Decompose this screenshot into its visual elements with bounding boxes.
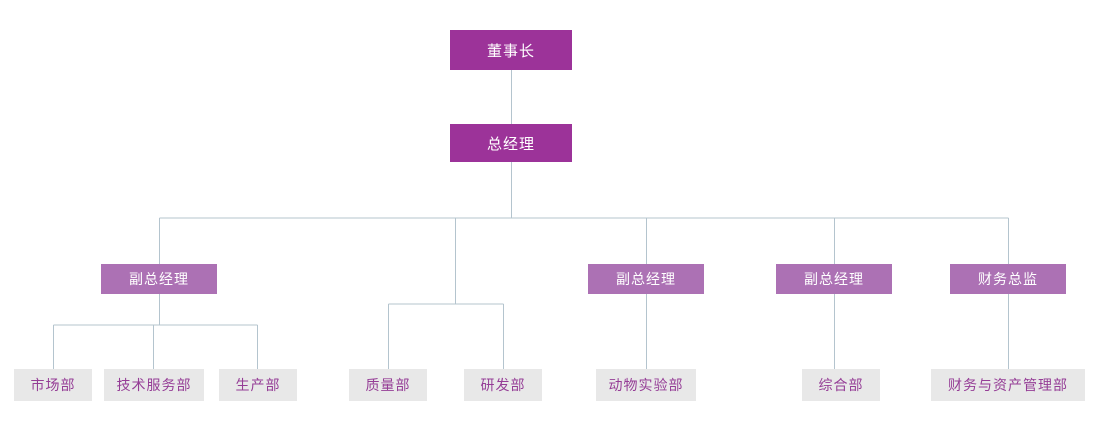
node-deputy-gm-1[interactable]: 副总经理: [101, 264, 217, 294]
node-general-manager-label: 总经理: [486, 134, 535, 153]
node-dept-general-affairs[interactable]: 综合部: [802, 369, 880, 401]
node-dept-production-label: 生产部: [235, 378, 281, 394]
node-dept-rnd-label: 研发部: [480, 378, 526, 394]
node-deputy-gm-2-label: 副总经理: [616, 272, 676, 288]
node-dept-animal-lab[interactable]: 动物实验部: [596, 369, 696, 401]
node-finance-director[interactable]: 财务总监: [950, 264, 1066, 294]
node-dept-tech-service[interactable]: 技术服务部: [104, 369, 204, 401]
node-finance-director-label: 财务总监: [978, 272, 1038, 288]
node-dept-finance-asset-label: 财务与资产管理部: [948, 378, 1068, 394]
node-dept-finance-asset[interactable]: 财务与资产管理部: [931, 369, 1085, 401]
node-dept-production[interactable]: 生产部: [219, 369, 297, 401]
node-dept-tech-service-label: 技术服务部: [116, 378, 192, 394]
node-dept-general-affairs-label: 综合部: [818, 378, 864, 394]
node-dept-quality[interactable]: 质量部: [349, 369, 427, 401]
node-dept-marketing[interactable]: 市场部: [14, 369, 92, 401]
node-chairman-label: 董事长: [486, 41, 535, 60]
node-deputy-gm-1-label: 副总经理: [129, 272, 189, 288]
node-chairman[interactable]: 董事长: [450, 30, 572, 70]
node-deputy-gm-3[interactable]: 副总经理: [776, 264, 892, 294]
node-deputy-gm-2[interactable]: 副总经理: [588, 264, 704, 294]
node-dept-rnd[interactable]: 研发部: [464, 369, 542, 401]
node-dept-quality-label: 质量部: [365, 378, 411, 394]
node-dept-animal-lab-label: 动物实验部: [608, 378, 684, 394]
node-dept-marketing-label: 市场部: [30, 378, 76, 394]
node-deputy-gm-3-label: 副总经理: [804, 272, 864, 288]
node-general-manager[interactable]: 总经理: [450, 124, 572, 162]
